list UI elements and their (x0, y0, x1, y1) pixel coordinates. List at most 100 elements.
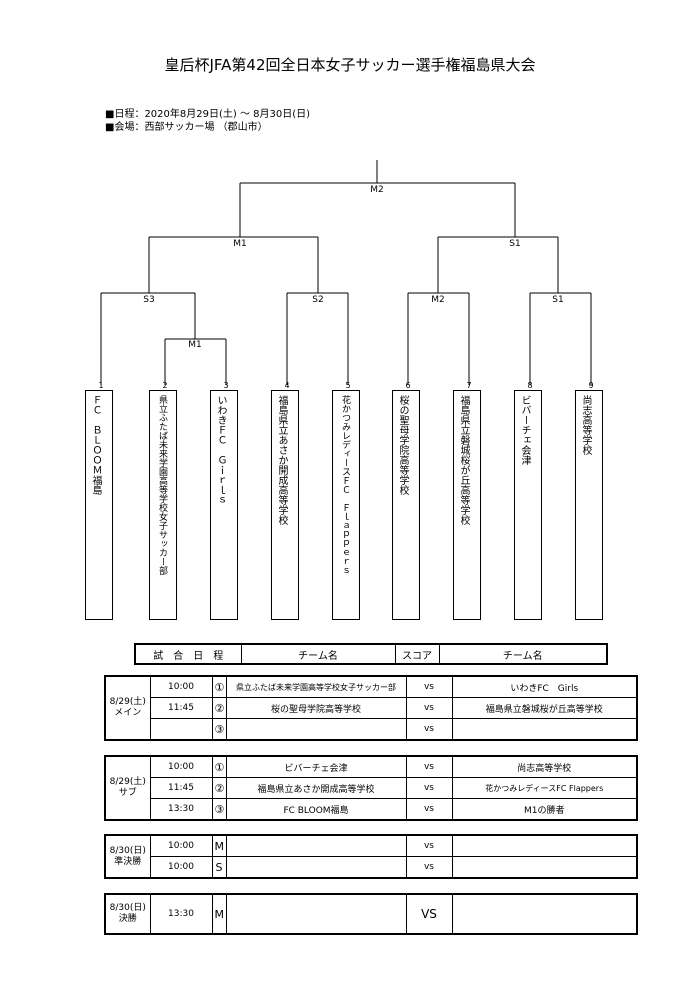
team1-cell (225, 856, 407, 879)
final-label: M2 (369, 185, 385, 195)
team-name: 花かつみレディースＦＣ Ｆｌａｐｐｅｒｓ (340, 395, 350, 575)
team-number-7: 7 (466, 381, 472, 390)
vs-cell: vs (405, 675, 453, 698)
header-score: スコア (394, 643, 440, 665)
team-box-8: ビバーチェ会津 (514, 390, 542, 620)
group-label: 8/30(日) 準決勝 (104, 834, 151, 879)
qf-label-4: S1 (551, 295, 565, 305)
team2-cell: いわきFC Girls (451, 675, 638, 698)
team2-cell: 福島県立磐城桜が丘高等学校 (451, 697, 638, 719)
team1-cell (225, 893, 407, 935)
vs-cell: vs (405, 856, 453, 879)
team-name: 県立ふたば未来学園高等学校女子サッカー部 (157, 395, 167, 575)
team-number-3: 3 (223, 381, 229, 390)
team2-cell: M1の勝者 (451, 798, 638, 821)
table-row: ③ vs (105, 718, 638, 741)
team-name: いわきＦＣ Ｇｉｒｌｓ (215, 395, 226, 505)
team-box-2: 県立ふたば未来学園高等学校女子サッカー部 (149, 390, 177, 620)
qf-label-1: S3 (142, 295, 156, 305)
match-time: 10:00 (149, 755, 213, 778)
match-time: 10:00 (149, 856, 213, 879)
match-time (149, 718, 213, 741)
match-time: 10:00 (149, 675, 213, 698)
match-number: ② (211, 697, 227, 719)
header-team1: チーム名 (240, 643, 396, 665)
semi-left-label: M1 (232, 239, 248, 249)
team-box-4: 福島県立あさか開成高等学校 (271, 390, 299, 620)
match-time: 11:45 (149, 697, 213, 719)
schedule-header: 試 合 日 程 チーム名 スコア チーム名 (134, 643, 608, 665)
team-name: 桜の聖母学院高等学校 (397, 395, 408, 495)
team2-cell: 尚志高等学校 (451, 755, 638, 778)
team-number-5: 5 (345, 381, 351, 390)
team-box-6: 桜の聖母学院高等学校 (392, 390, 420, 620)
team1-cell (225, 834, 407, 857)
team1-cell: 桜の聖母学院高等学校 (225, 697, 407, 719)
team2-cell (451, 856, 638, 879)
team2-cell (451, 834, 638, 857)
header-team2: チーム名 (438, 643, 608, 665)
match-time: 13:30 (149, 798, 213, 821)
team-number-6: 6 (405, 381, 411, 390)
vs-cell: vs (405, 697, 453, 719)
match-time: 13:30 (149, 893, 213, 935)
venue-info: ■会場：西部サッカー場 （郡山市） (105, 122, 268, 133)
match-time: 10:00 (149, 834, 213, 857)
match-number: ① (211, 675, 227, 698)
group-label: 8/30(日) 決勝 (104, 893, 151, 935)
team-name: 福島県立あさか開成高等学校 (276, 395, 287, 525)
match-number: ① (211, 755, 227, 778)
vs-cell: vs (405, 718, 453, 741)
semi-right-label: S1 (508, 239, 522, 249)
team-box-3: いわきＦＣ Ｇｉｒｌｓ (210, 390, 238, 620)
team-number-2: 2 (162, 381, 168, 390)
header-schedule: 試 合 日 程 (134, 643, 242, 665)
vs-cell: vs (405, 834, 453, 857)
qf-label-3: M2 (430, 295, 446, 305)
page-title: 皇后杯JFA第42回全日本女子サッカー選手権福島県大会 (164, 56, 536, 74)
team-box-9: 尚志高等学校 (575, 390, 603, 620)
team1-cell (225, 718, 407, 741)
match-time: 11:45 (149, 777, 213, 799)
qf-label-2: S2 (311, 295, 325, 305)
vs-cell: VS (405, 893, 453, 935)
vs-cell: vs (405, 777, 453, 799)
date-info: ■日程：2020年8月29日(土) ～ 8月30日(日) (105, 109, 311, 120)
team-name: 尚志高等学校 (580, 395, 591, 455)
team1-cell: 県立ふたば未来学園高等学校女子サッカー部 (225, 675, 407, 698)
match-number: ③ (211, 798, 227, 821)
team2-cell (451, 718, 638, 741)
team1-cell: 福島県立あさか開成高等学校 (225, 777, 407, 799)
match-number: ③ (211, 718, 227, 741)
team-number-1: 1 (98, 381, 104, 390)
team-name: 福島県立磐城桜が丘高等学校 (458, 395, 469, 525)
team-name: ビバーチェ会津 (519, 395, 530, 465)
vs-cell: vs (405, 798, 453, 821)
tournament-bracket (100, 160, 592, 385)
match-number: M (211, 893, 227, 935)
team2-cell: 花かつみレディースFC Flappers (451, 777, 638, 799)
team-box-7: 福島県立磐城桜が丘高等学校 (453, 390, 481, 620)
team-box-1: ＦＣ ＢＬＯＯＭ福島 (85, 390, 113, 620)
vs-cell: vs (405, 755, 453, 778)
group-label: 8/29(土) メイン (104, 675, 151, 741)
group-label: 8/29(土) サブ (104, 755, 151, 821)
match-number: S (211, 856, 227, 879)
team1-cell: FC BLOOM福島 (225, 798, 407, 821)
match-number: M (211, 834, 227, 857)
match-number: ② (211, 777, 227, 799)
team-number-8: 8 (527, 381, 533, 390)
team-number-9: 9 (588, 381, 594, 390)
